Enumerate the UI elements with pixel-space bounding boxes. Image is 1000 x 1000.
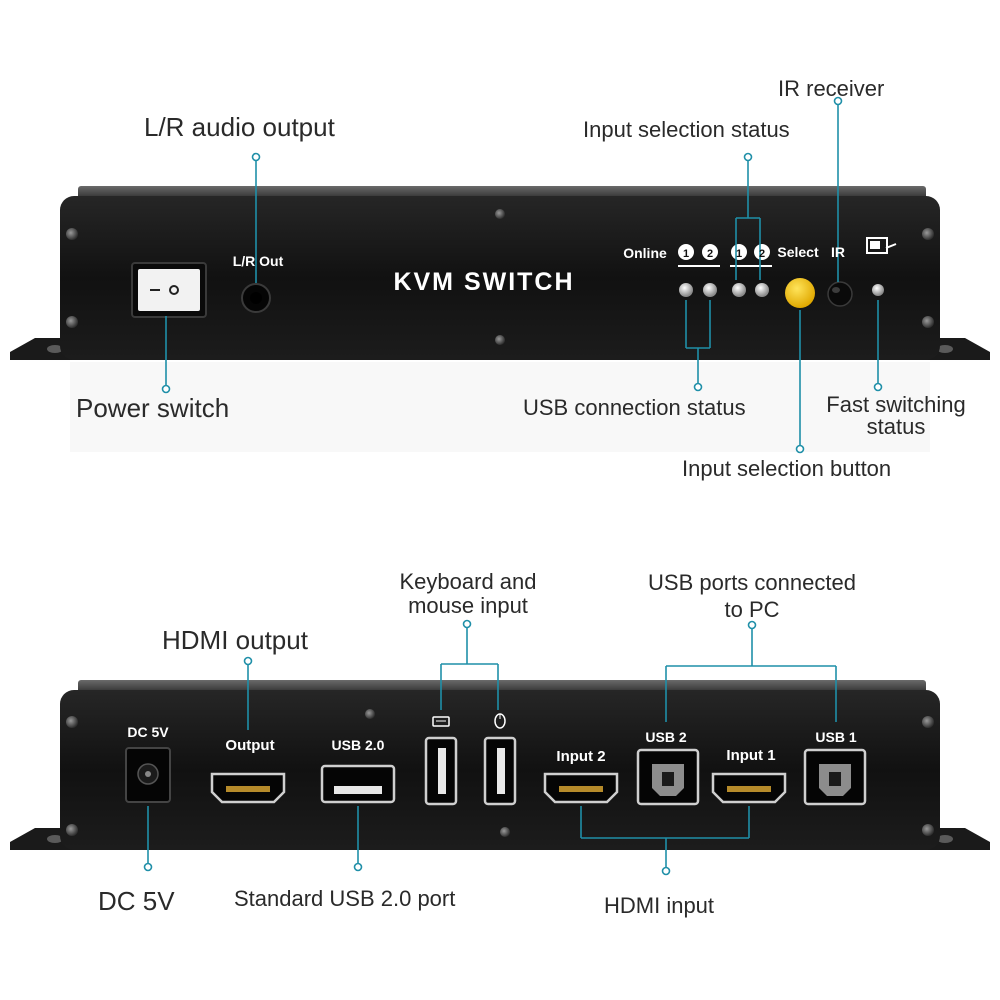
ir-label: IR bbox=[831, 244, 845, 260]
online-num-2: 2 bbox=[707, 248, 713, 260]
keyboard-usb-port bbox=[424, 736, 458, 806]
online-badge-2 bbox=[702, 244, 718, 260]
usb-b-port-1 bbox=[803, 748, 867, 806]
online-label: Online bbox=[623, 245, 667, 261]
callout-fast-switching-line2: status bbox=[866, 414, 926, 439]
online-badge-1 bbox=[678, 244, 694, 260]
callout-fast-switching-line1: Fast switching bbox=[826, 392, 966, 417]
input-select-button bbox=[785, 278, 815, 308]
input2-label: Input 2 bbox=[556, 748, 605, 765]
lr-audio-jack bbox=[241, 283, 271, 313]
hdmi-input-1-port bbox=[711, 772, 787, 804]
fast-switch-icon bbox=[866, 237, 897, 254]
callout-lr-audio-output: L/R audio output bbox=[144, 112, 335, 142]
online-num-1: 1 bbox=[683, 248, 689, 260]
hdmi-output-port bbox=[210, 772, 286, 804]
callout-hdmi-output: HDMI output bbox=[162, 625, 308, 655]
usb-b-port-2 bbox=[636, 748, 700, 806]
callout-usb-connection-status: USB connection status bbox=[523, 395, 746, 420]
callout-fast-switching-status: Fast switching status bbox=[808, 394, 984, 438]
input-num-1: 1 bbox=[736, 248, 742, 260]
output-label: Output bbox=[225, 737, 274, 754]
callout-usb-ports-pc: USB ports connected to PC bbox=[622, 569, 882, 623]
callout-power-switch: Power switch bbox=[76, 393, 230, 423]
callout-keyboard-mouse-line1: Keyboard and bbox=[399, 569, 537, 594]
back-panel bbox=[10, 680, 990, 850]
usb2-label: USB 2 bbox=[645, 729, 686, 745]
callout-hdmi-input: HDMI input bbox=[604, 893, 715, 918]
usb-status-led-2 bbox=[703, 283, 717, 297]
input-num-2: 2 bbox=[759, 248, 765, 260]
dc-jack bbox=[125, 747, 171, 803]
mouse-icon bbox=[494, 713, 506, 729]
usb-status-led-1 bbox=[679, 283, 693, 297]
usb1-label: USB 1 bbox=[815, 729, 856, 745]
front-panel-body bbox=[60, 196, 940, 360]
input-badge-1 bbox=[731, 244, 747, 260]
standard-usb-port bbox=[320, 764, 396, 804]
callout-keyboard-mouse-line2: mouse input bbox=[408, 593, 528, 618]
dc-label: DC 5V bbox=[127, 724, 169, 740]
lr-out-label: L/R Out bbox=[233, 253, 284, 269]
input1-label: Input 1 bbox=[726, 747, 775, 764]
mouse-usb-port bbox=[483, 736, 517, 806]
input-badge-2 bbox=[754, 244, 770, 260]
front-panel bbox=[10, 186, 990, 360]
callout-input-selection-button: Input selection button bbox=[682, 456, 892, 481]
front-leader-lines bbox=[165, 100, 879, 448]
callout-usb-ports-pc-line1: USB ports connected bbox=[648, 570, 856, 595]
hdmi-input-2-port bbox=[543, 772, 619, 804]
fast-switch-led bbox=[872, 284, 884, 296]
power-switch bbox=[131, 262, 207, 318]
callout-dc5v: DC 5V bbox=[98, 886, 175, 916]
callout-keyboard-mouse-input: Keyboard and mouse input bbox=[372, 570, 564, 618]
back-leader-lines bbox=[147, 625, 837, 870]
input-status-led-2 bbox=[755, 283, 769, 297]
input-status-led-1 bbox=[732, 283, 746, 297]
callout-standard-usb-port: Standard USB 2.0 port bbox=[234, 886, 456, 911]
ir-receiver bbox=[827, 281, 853, 307]
usb20-label: USB 2.0 bbox=[332, 737, 385, 753]
select-label: Select bbox=[777, 244, 819, 260]
callout-usb-ports-pc-line2: to PC bbox=[724, 597, 780, 622]
keyboard-icon bbox=[432, 716, 450, 727]
callout-input-selection-status: Input selection status bbox=[583, 117, 790, 142]
callout-ir-receiver: IR receiver bbox=[778, 76, 885, 101]
device-title: KVM SWITCH bbox=[393, 268, 574, 296]
